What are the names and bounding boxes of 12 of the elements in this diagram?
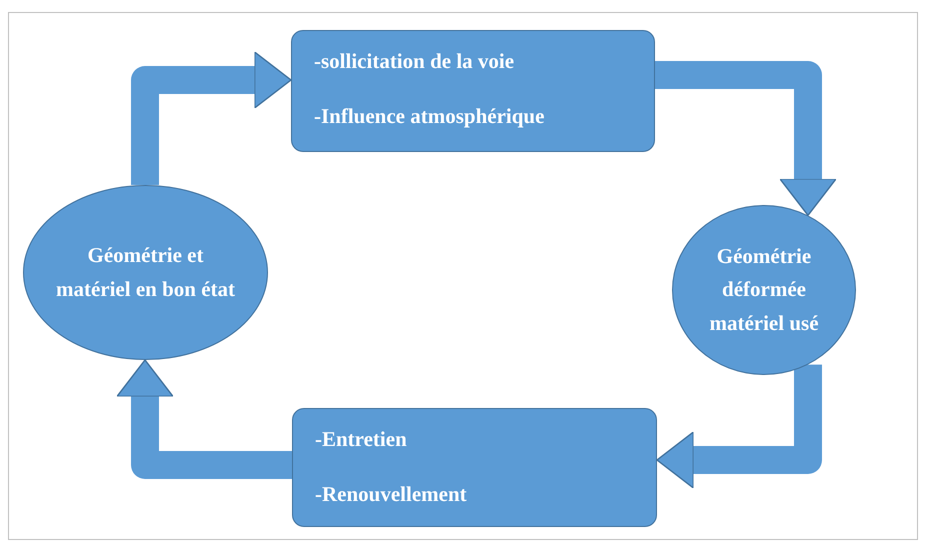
- node-text: -Influence atmosphérique: [314, 104, 546, 129]
- node-text: -sollicitation de la voie: [314, 49, 516, 74]
- rounded-box: [292, 408, 657, 527]
- node-text: Géométrie déformée matériel usé: [708, 242, 820, 337]
- node-text: Géométrie et matériel en bon état: [54, 242, 236, 302]
- bent-arrow: [131, 51, 292, 185]
- bent-arrow: [655, 61, 837, 216]
- bent-arrow: [116, 359, 292, 479]
- bent-arrow: [656, 364, 822, 489]
- rounded-box: [291, 30, 655, 152]
- node-text: -Entretien: [315, 427, 408, 452]
- node-text: -Renouvellement: [315, 482, 468, 507]
